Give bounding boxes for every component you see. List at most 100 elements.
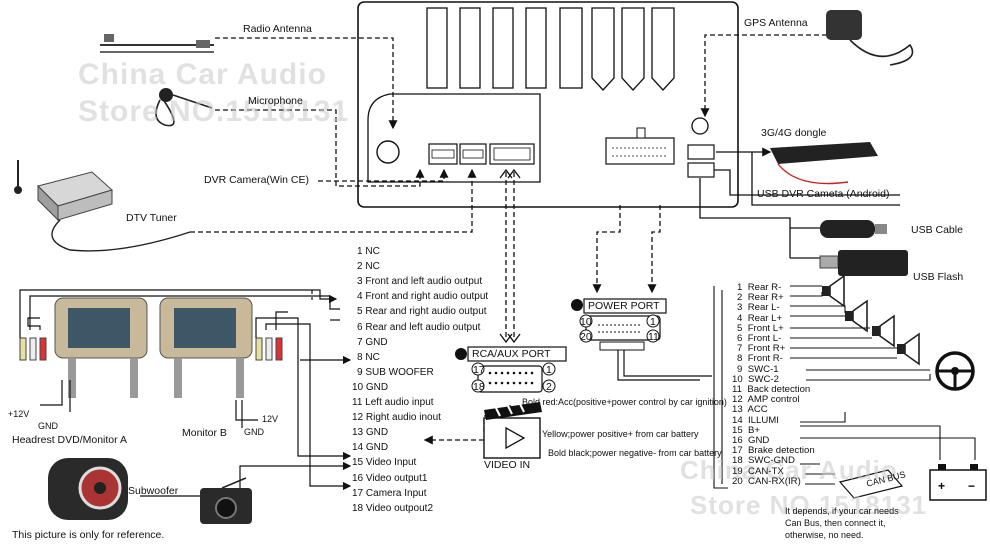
- power-pin-label: ACC: [747, 404, 768, 416]
- power-pin-row: 6 Front L-: [737, 334, 781, 344]
- power-pin-number: 11: [732, 384, 742, 395]
- rca-pin-row: 14 GND: [352, 443, 388, 453]
- monitor-b-12v: 12V: [262, 414, 279, 424]
- wire-note-yellow: Yellow;power positive+ from car battery: [542, 429, 699, 439]
- can-bus-box: [838, 469, 904, 499]
- power-bundle: [713, 286, 728, 489]
- power-pin-label: Brake detection: [748, 445, 815, 457]
- monitor-lines: [19, 289, 352, 497]
- power-pin-label: B+: [748, 424, 761, 436]
- microphone-icon: [155, 88, 213, 127]
- power-pin-row: 5 Front L+: [737, 322, 784, 334]
- power-pin-number: 3: [737, 302, 743, 314]
- rca-pin-number: 1: [357, 246, 363, 257]
- microphone-label: Microphone: [248, 95, 303, 107]
- power-pin-number: 12: [732, 394, 743, 406]
- rca-pin-18: 18: [473, 381, 485, 393]
- power-pin-number: 5: [737, 322, 743, 334]
- rca-pin-number: 18: [352, 502, 364, 514]
- power-pin-number: 6: [737, 333, 743, 344]
- speaker-lines: [790, 285, 976, 485]
- power-pin-1: 1: [650, 316, 656, 328]
- subwoofer-icon: [48, 458, 128, 520]
- rca-pin-row: 18 Video outpout2: [352, 502, 433, 514]
- rca-pin-row: 17 Camera Input: [352, 487, 427, 499]
- rca-pin-row: 7 GND: [357, 336, 388, 348]
- can-note-1: It depends, if your car needs: [785, 506, 899, 516]
- power-pin-number: 15: [732, 424, 743, 436]
- power-pin-row: 1 Rear R-: [737, 283, 781, 293]
- rca-pin-number: 10: [352, 381, 364, 393]
- rca-pin-label: NC: [365, 261, 380, 273]
- power-pin-number: 16: [732, 435, 743, 446]
- radio-antenna-icon: [100, 34, 214, 53]
- dvr-camera-label: DVR Camera(Win CE): [204, 174, 310, 186]
- rca-pin-number: 11: [352, 397, 363, 408]
- power-pin-number: 14: [732, 414, 743, 426]
- power-pin-row: 14 ILLUMI: [732, 414, 779, 426]
- rca-pin-label: Camera Input: [365, 487, 427, 499]
- rca-pin-label: NC: [365, 246, 380, 257]
- monitor-a-12v: +12V: [8, 409, 30, 419]
- power-pin-number: 1: [737, 282, 743, 293]
- power-pin-row: 7 Front R+: [737, 344, 785, 354]
- watermark-line2-b: Store NO.1518131: [690, 490, 928, 520]
- power-pin-number: 18: [732, 455, 743, 467]
- rca-port-title: RCA/AUX PORT: [472, 348, 551, 360]
- power-pin-label: ILLUMI: [748, 414, 779, 426]
- video-in-label: VIDEO IN: [484, 459, 531, 471]
- power-pin-number: 8: [737, 353, 743, 365]
- power-pin-row: 15 B+: [732, 424, 761, 436]
- rca-pin-label: GND: [365, 427, 389, 439]
- rca-pin-2: 2: [546, 381, 552, 393]
- power-pin-row: 10 SWC-2: [732, 374, 779, 385]
- rca-pin-label: GND: [365, 381, 389, 393]
- headrest-monitor-a: [54, 297, 148, 398]
- rca-pin-number: 16: [352, 472, 364, 484]
- rca-pin-label: Video Input: [365, 457, 417, 469]
- rca-pin-number: 13: [352, 427, 364, 439]
- power-pin-20: 20: [580, 331, 592, 343]
- steering-wheel-icon: [935, 351, 975, 391]
- rca-plugs-left: [19, 337, 283, 361]
- rca-pin-1: 1: [546, 364, 552, 376]
- rca-pin-number: 14: [352, 442, 364, 454]
- power-pin-row: 20 CAN-RX(IR): [732, 476, 801, 487]
- power-pin-10: 10: [580, 316, 592, 328]
- can-note-2: Can Bus, then connect it,: [785, 518, 886, 528]
- power-pin-row: 9 SWC-1: [737, 364, 779, 375]
- head-unit: [357, 1, 739, 208]
- monitor-b-gnd: GND: [244, 427, 264, 437]
- rca-pin-label: Rear and right audio output: [365, 306, 487, 318]
- power-pin-number: 17: [732, 445, 743, 457]
- power-pin-label: Back detection: [747, 384, 811, 395]
- power-pin-row: 2 Rear R+: [737, 293, 784, 303]
- power-pin-row: 16 GND: [732, 436, 769, 446]
- watermark-line1-b: China Car Audio: [680, 455, 898, 485]
- rca-pin-number: 2: [357, 261, 363, 273]
- rca-pin-row: 8 NC: [357, 351, 380, 363]
- monitor-a-gnd: GND: [38, 421, 58, 431]
- usb-dvr-label: USB DVR Cameta (Android): [757, 188, 890, 200]
- subwoofer-label: Subwoofer: [128, 485, 179, 497]
- power-pin-label: AMP control: [747, 394, 800, 406]
- power-pin-number: 13: [732, 404, 743, 416]
- dongle-label: 3G/4G dongle: [761, 127, 827, 139]
- rca-pin-label: Front and right audio output: [365, 291, 489, 303]
- power-pin-number: 2: [737, 292, 743, 304]
- rca-pin-number: 8: [357, 351, 363, 363]
- speaker-icons: [822, 274, 920, 366]
- dtv-tuner-label: DTV Tuner: [126, 212, 177, 224]
- power-pin-row: 3 Rear L-: [737, 303, 780, 313]
- power-pin-label: Rear R+: [747, 292, 784, 304]
- wire-note-red: Bold red:Acc(positive+power control by c…: [522, 397, 727, 407]
- power-pin-11: 11: [648, 331, 659, 343]
- usb-lines: [699, 147, 900, 259]
- power-pin-number: 4: [737, 312, 743, 324]
- rca-pin-row: 4 Front and right audio output: [357, 292, 488, 302]
- rca-pin-number: 7: [357, 336, 363, 348]
- svg-text:+: +: [938, 479, 945, 493]
- rca-pin-label: SUB WOOFER: [365, 366, 434, 378]
- rca-pin-label: GND: [365, 336, 388, 348]
